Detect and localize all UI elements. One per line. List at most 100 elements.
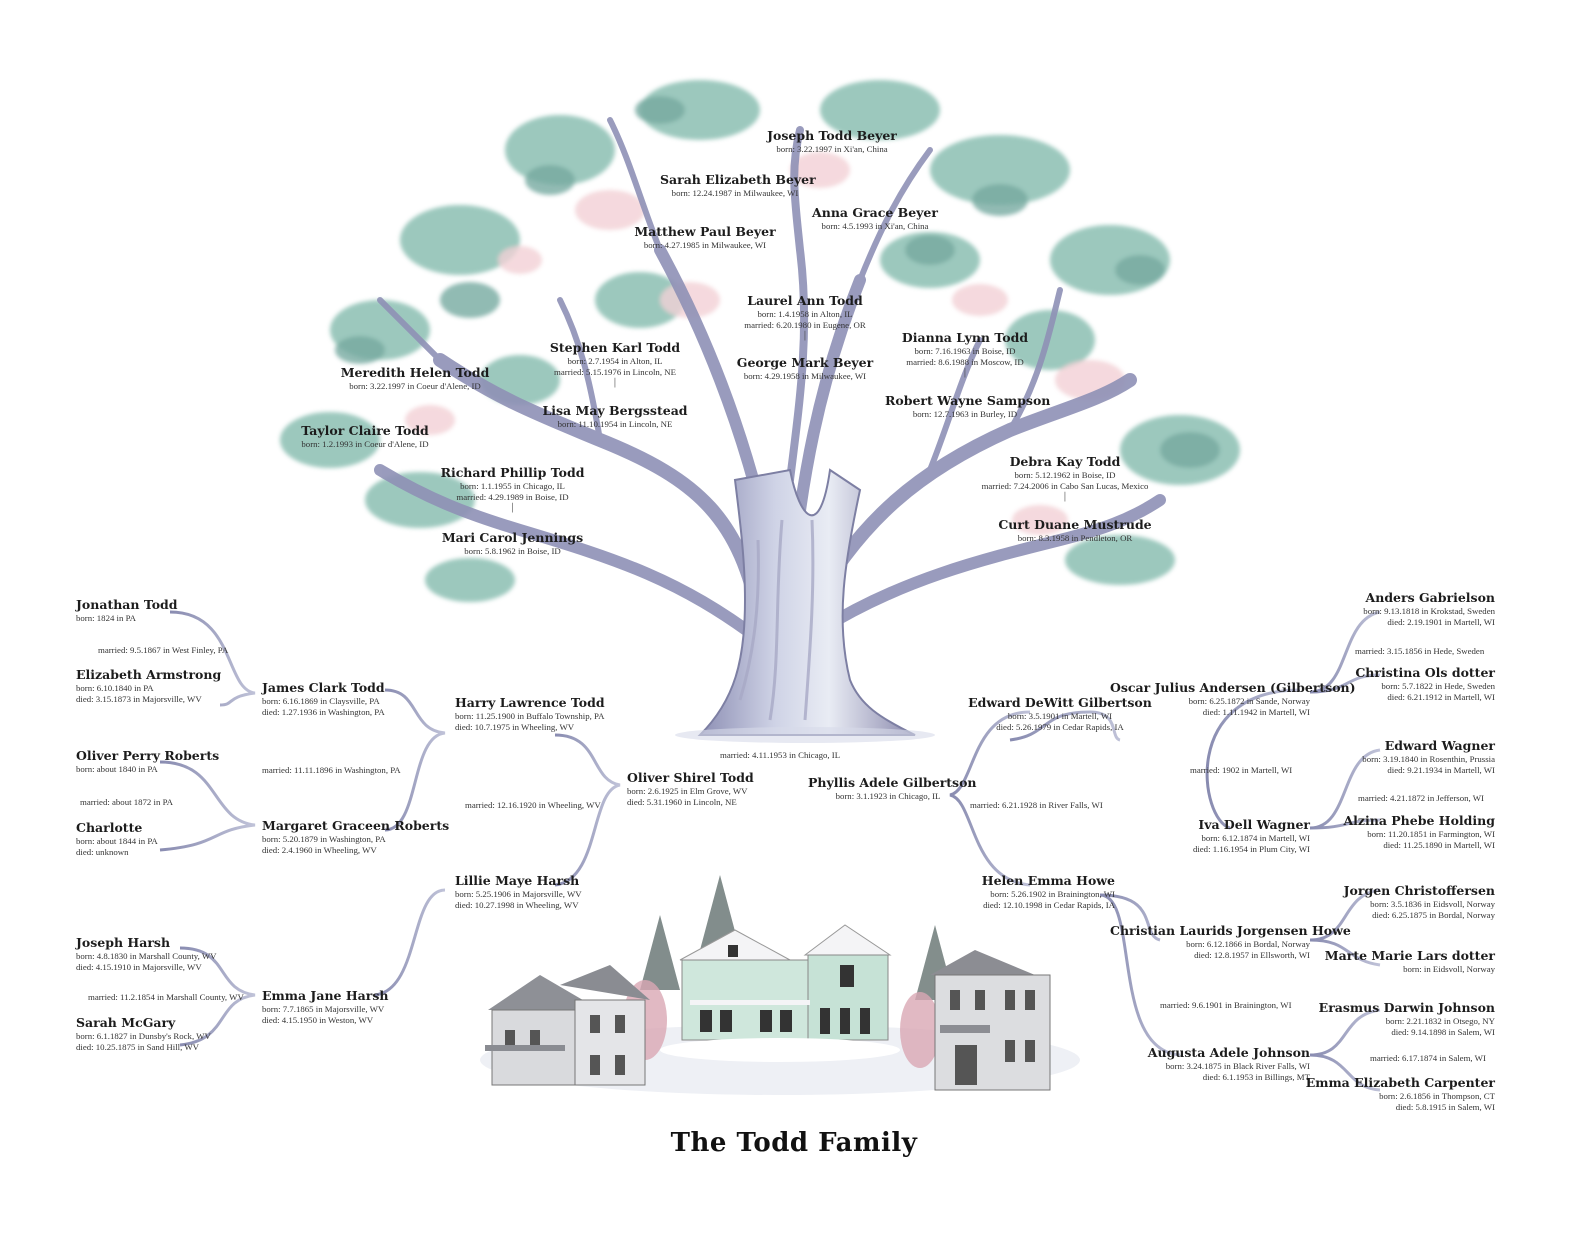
person-detail: died: 5.26.1979 in Cedar Rapids, IA (996, 721, 1124, 732)
marriage-married-harry-lillie: married: 12.16.1920 in Wheeling, WV (465, 800, 601, 810)
person-name: Mari Carol Jennings (441, 530, 584, 545)
person-detail: died: 1.27.1936 in Washington, PA (262, 706, 385, 717)
person-detail: born: 6.12.1874 in Martell, WI (1201, 832, 1310, 843)
person-name: Oscar Julius Andersen (Gilbertson) (1110, 680, 1356, 695)
person-detail: married: 6.20.1980 in Eugene, OR (744, 319, 866, 330)
person-detail: married: 7.24.2006 in Cabo San Lucas, Me… (981, 480, 1149, 491)
person-detail: born: 9.13.1818 in Krokstad, Sweden (1363, 605, 1495, 616)
person-detail: born: 6.12.1866 in Bordal, Norway (1186, 938, 1310, 949)
tree-trunk-shading (738, 519, 815, 721)
person-name: Robert Wayne Sampson (885, 393, 1051, 408)
spouse-connector: │ (802, 330, 808, 340)
person-name: Joseph Todd Beyer (767, 128, 897, 143)
person-detail: died: 4.15.1910 in Majorsville, WV (76, 961, 202, 972)
marriage-married-oscar-iva: married: 1902 in Martell, WI (1190, 765, 1293, 775)
person-name: Jonathan Todd (76, 597, 178, 612)
family-title: The Todd Family (670, 1128, 918, 1158)
person-detail: died: 5.31.1960 in Lincoln, NE (627, 796, 737, 807)
person-name: Lisa May Bergsstead (542, 403, 688, 418)
person-name: Christian Laurids Jorgensen Howe (1110, 923, 1351, 938)
marriage-married-edward-alzina: married: 4.21.1872 in Jefferson, WI (1358, 793, 1484, 803)
person-detail: died: 12.8.1957 in Ellsworth, WI (1194, 949, 1310, 960)
person-name: Phyllis Adele Gilbertson (808, 775, 977, 790)
person-detail: born: 12.7.1963 in Burley, ID (912, 408, 1018, 419)
person-name: Emma Jane Harsh (262, 988, 389, 1003)
person-detail: married: 5.15.1976 in Lincoln, NE (554, 366, 676, 377)
person-detail: born: 3.5.1836 in Eidsvoll, Norway (1370, 898, 1495, 909)
person-detail: born: about 1840 in PA (76, 763, 158, 774)
person-name: Anna Grace Beyer (812, 205, 938, 220)
homestead-illustration (480, 875, 1080, 1095)
person-detail: born: 6.10.1840 in PA (76, 682, 154, 693)
person-name: Curt Duane Mustrude (998, 517, 1152, 532)
marriage-married-christian-augusta: married: 9.6.1901 in Brainington, WI (1160, 1000, 1292, 1010)
person-name: Anders Gabrielson (1365, 590, 1495, 605)
person-detail: born: 7.16.1963 in Boise, ID (914, 345, 1016, 356)
person-detail: born: 3.22.1997 in Coeur d'Alene, ID (349, 380, 481, 391)
person-name: Margaret Graceen Roberts (262, 818, 450, 833)
person-name: Debra Kay Todd (1009, 454, 1121, 469)
person-detail: died: 1.16.1954 in Plum City, WI (1192, 843, 1310, 854)
marriage-married-erasmus-emma: married: 6.17.1874 in Salem, WI (1370, 1053, 1486, 1063)
person-detail: died: 1.11.1942 in Martell, WI (1202, 706, 1310, 717)
tree-roots (675, 727, 935, 743)
person-detail: born: 1.2.1993 in Coeur d'Alene, ID (301, 438, 429, 449)
person-detail: born: 5.7.1822 in Hede, Sweden (1381, 680, 1495, 691)
spouse-connector: │ (962, 367, 968, 377)
person-detail: died: 11.25.1890 in Martell, WI (1383, 839, 1495, 850)
person-detail: died: 12.10.1998 in Cedar Rapids, IA (983, 899, 1115, 910)
person-detail: born: 6.16.1869 in Claysville, PA (262, 695, 380, 706)
tree-trunk (697, 468, 916, 736)
person-name: Harry Lawrence Todd (455, 695, 605, 710)
person-name: Elizabeth Armstrong (76, 667, 222, 682)
tree-foliage (280, 80, 1240, 602)
person-detail: born: 5.12.1962 in Boise, ID (1014, 469, 1116, 480)
person-detail: born: 3.5.1901 in Martell, WI (1007, 710, 1113, 721)
pedigree-connectors (159, 610, 1381, 1092)
person-detail: born: 12.24.1987 in Milwaukee, WI (671, 187, 799, 198)
person-detail: born: 5.8.1962 in Boise, ID (464, 545, 561, 556)
person-detail: died: 6.21.1912 in Martell, WI (1387, 691, 1495, 702)
person-name: Helen Emma Howe (981, 873, 1115, 888)
person-detail: born: about 1844 in PA (76, 835, 158, 846)
person-detail: died: 6.1.1953 in Billings, MT (1202, 1071, 1310, 1082)
marriage-married-anders-christina: married: 3.15.1856 in Hede, Sweden (1355, 646, 1485, 656)
person-name: Sarah Elizabeth Beyer (660, 172, 816, 187)
person-detail: born: 3.1.1923 in Chicago, IL (835, 790, 941, 801)
person-detail: born: 2.6.1925 in Elm Grove, WV (627, 785, 748, 796)
person-name: Meredith Helen Todd (340, 365, 490, 380)
person-name: Lillie Maye Harsh (455, 873, 580, 888)
person-detail: born: 2.6.1856 in Thompson, CT (1379, 1090, 1495, 1101)
person-name: Taylor Claire Todd (301, 423, 429, 438)
person-detail: born: 4.27.1985 in Milwaukee, WI (643, 239, 767, 250)
marriage-married-jonathan-elizabeth: married: 9.5.1867 in West Finley, PA (98, 645, 229, 655)
person-detail: died: 10.7.1975 in Wheeling, WV (455, 721, 575, 732)
person-name: Sarah McGary (76, 1015, 176, 1030)
person-detail: born: 4.29.1958 in Milwaukee, WI (743, 370, 867, 381)
